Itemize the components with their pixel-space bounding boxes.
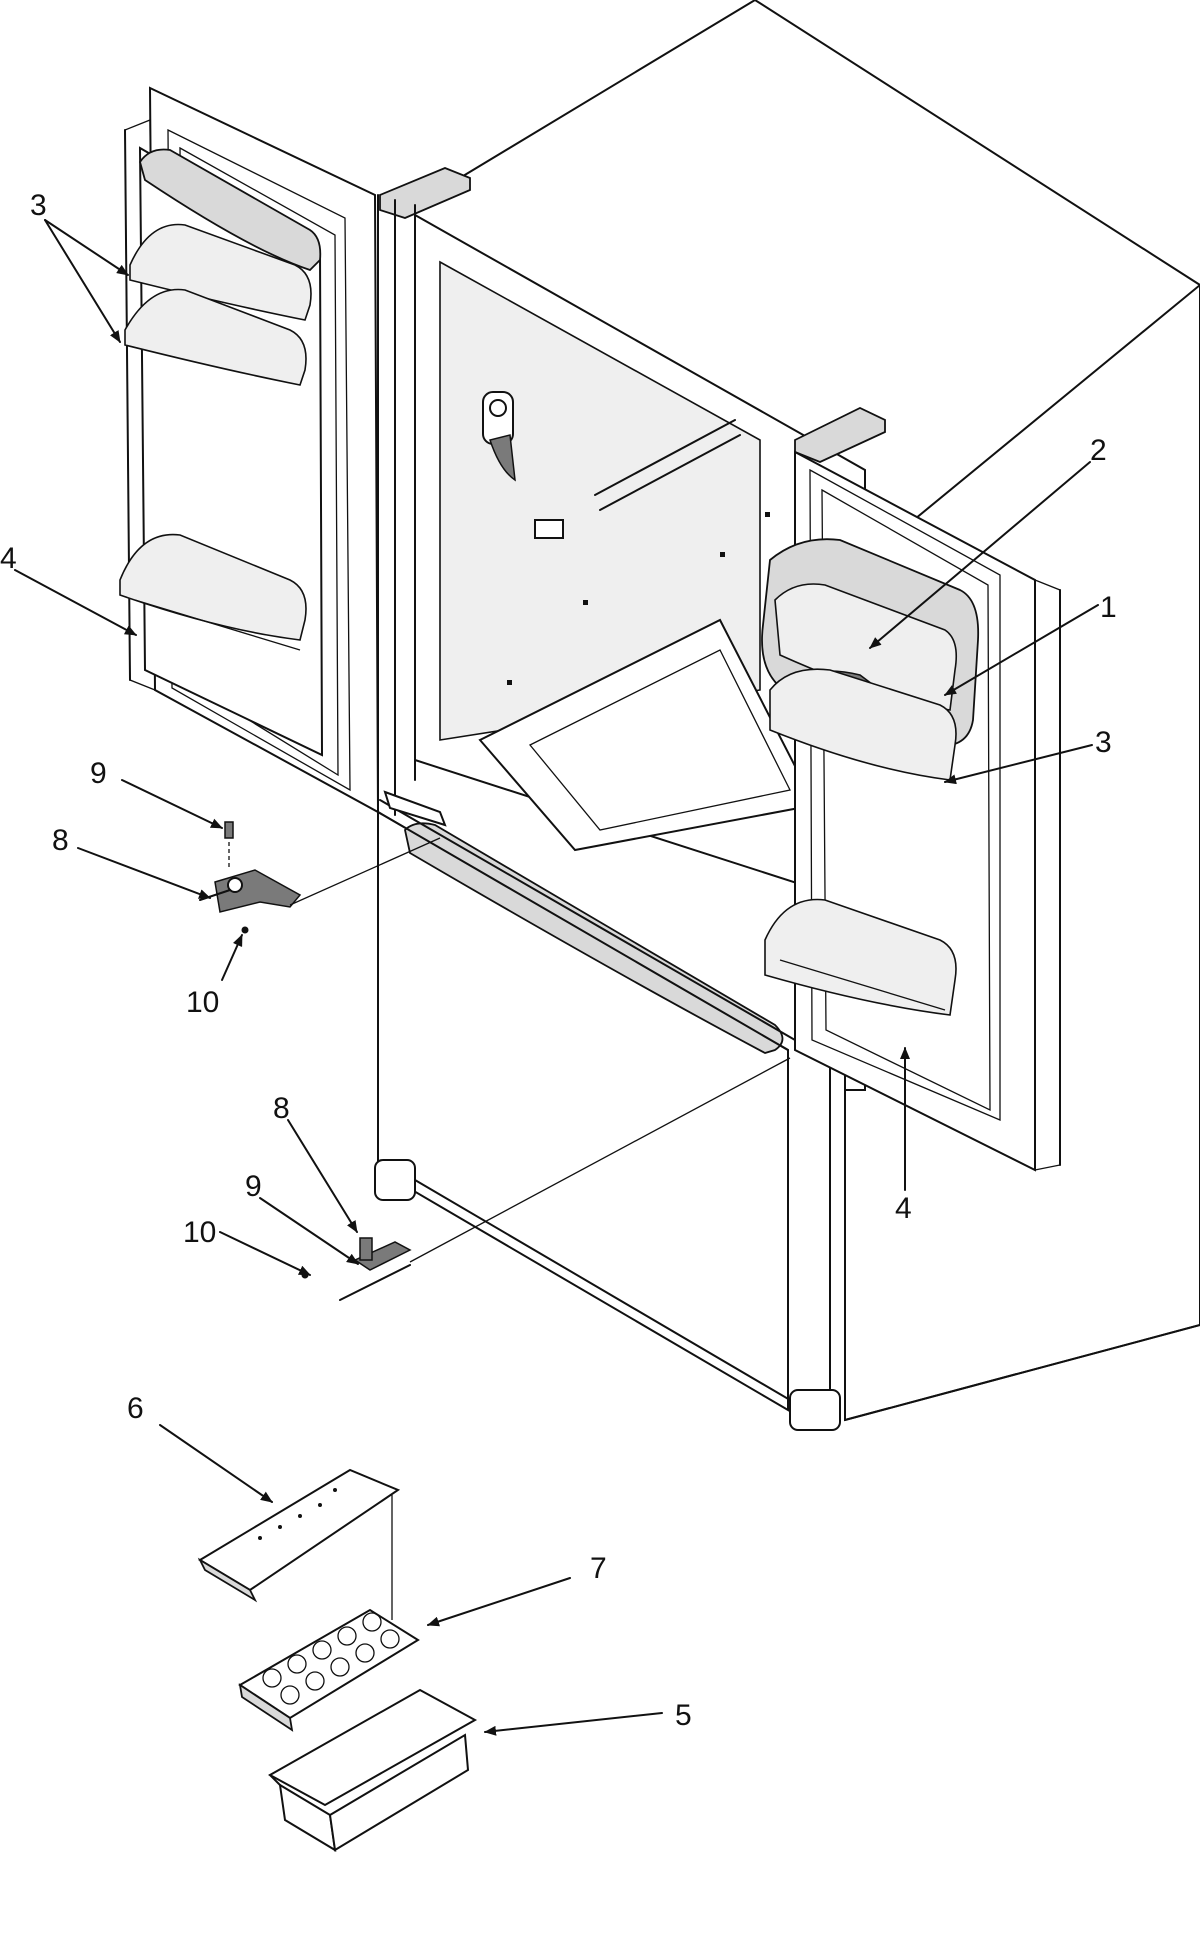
callout-2: 2	[1090, 434, 1107, 467]
arrow-icon	[121, 779, 223, 829]
arrow-icon	[427, 1577, 571, 1627]
left-door-bin-upper	[124, 148, 322, 386]
arrow-icon	[77, 847, 211, 899]
callout-5: 5	[675, 1699, 692, 1732]
callout-3-right: 3	[1095, 726, 1112, 759]
arrow-icon	[484, 1712, 663, 1736]
left-door-bin-lower	[119, 533, 307, 651]
callout-1: 1	[1100, 591, 1117, 624]
upper-hinge-assembly	[199, 821, 441, 934]
arrow-icon	[44, 219, 129, 276]
callout-7: 7	[590, 1552, 607, 1585]
drawer-front	[377, 790, 796, 1054]
dairy-cover	[197, 1468, 401, 1603]
callout-4-left: 4	[0, 542, 17, 575]
callout-3-left: 3	[30, 189, 47, 222]
right-door-bin-upper	[769, 668, 957, 781]
right-door	[761, 450, 1061, 1172]
egg-tray	[238, 1608, 420, 1732]
arrow-icon	[14, 569, 137, 636]
arrow-icon	[259, 1197, 359, 1265]
compartment-interior	[377, 167, 886, 907]
left-door	[119, 86, 380, 814]
callout-labels: 3 4 9 8 10 2 1 3 4 8 9 10 6 7 5	[0, 189, 1117, 1732]
callout-8-lower: 8	[273, 1092, 290, 1125]
arrow-icon	[219, 1231, 311, 1276]
dairy-bin	[267, 1688, 478, 1852]
callout-10-upper: 10	[186, 986, 219, 1019]
arrow-icon	[287, 1119, 358, 1233]
arrow-icon	[944, 604, 1099, 696]
callout-9-lower: 9	[245, 1170, 262, 1203]
arrow-icon	[869, 461, 1091, 649]
lower-hinge-assembly	[301, 1057, 791, 1301]
leader-lines	[14, 219, 1099, 1736]
callout-4-right: 4	[895, 1192, 912, 1225]
arrow-icon	[159, 1424, 273, 1503]
arrow-icon	[44, 219, 121, 343]
arrow-icon	[944, 744, 1093, 785]
callout-10-lower: 10	[183, 1216, 216, 1249]
callout-9-upper: 9	[90, 757, 107, 790]
arrow-icon	[221, 934, 243, 981]
callout-8-upper: 8	[52, 824, 69, 857]
right-door-bin-lower	[764, 898, 957, 1016]
callout-6: 6	[127, 1392, 144, 1425]
